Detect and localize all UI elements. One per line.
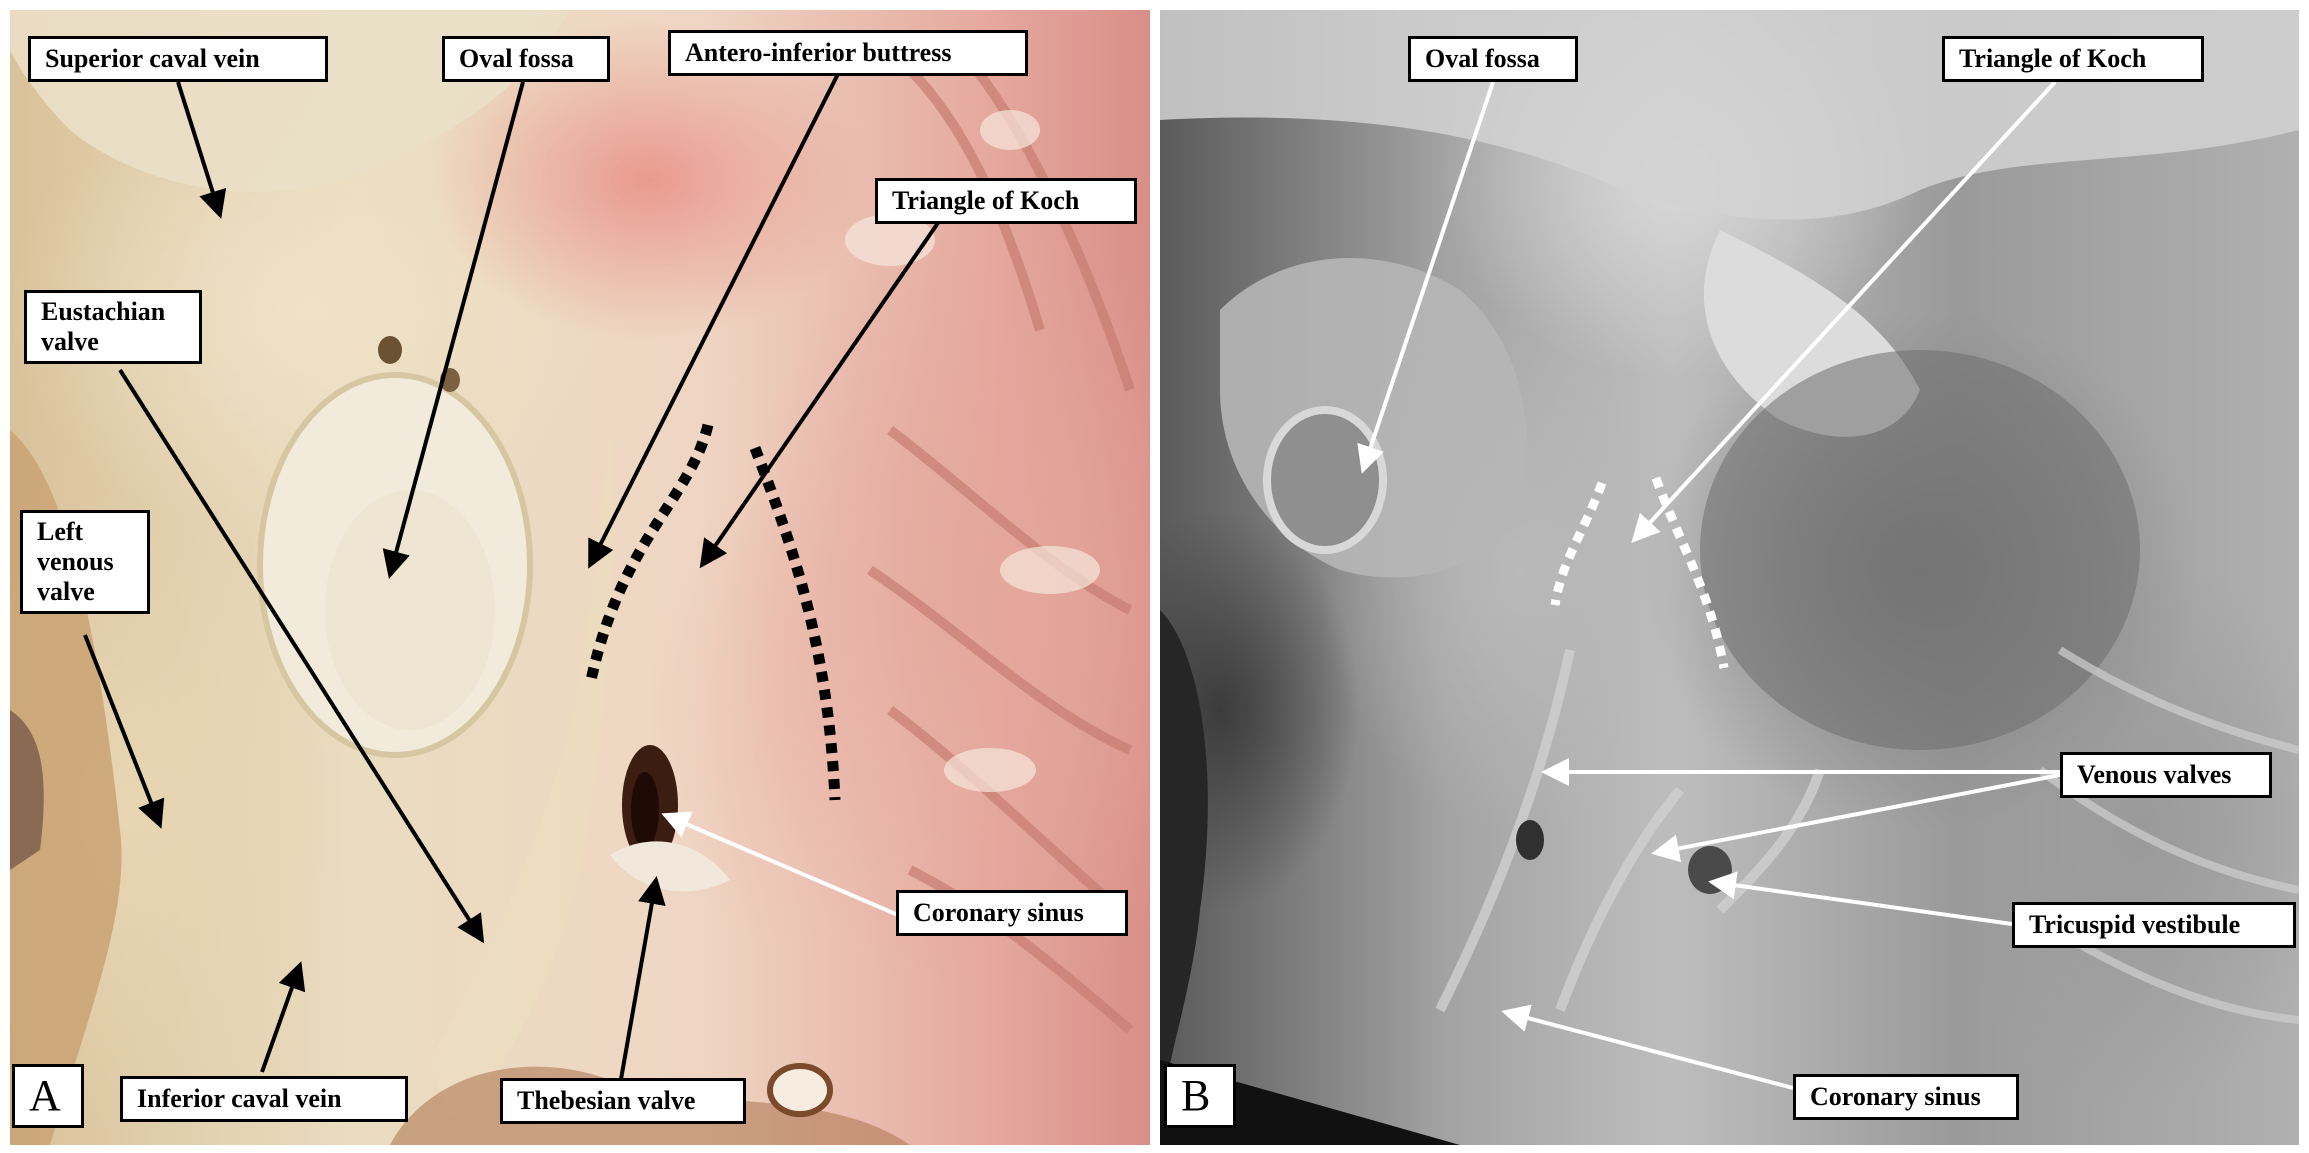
label-a-left-venous-valve: Left venous valve: [20, 510, 150, 614]
label-a-oval-fossa: Oval fossa: [442, 36, 610, 82]
panel-a-letter: A: [12, 1064, 84, 1128]
panel-b-greyscale-image: [1160, 10, 2299, 1145]
label-a-triangle-of-koch: Triangle of Koch: [875, 178, 1137, 224]
label-a-superior-caval-vein: Superior caval vein: [28, 36, 328, 82]
label-a-thebesian-valve: Thebesian valve: [500, 1078, 746, 1124]
label-b-venous-valves: Venous valves: [2060, 752, 2272, 798]
label-a-eustachian-valve: Eustachian valve: [24, 290, 202, 364]
label-b-triangle-of-koch: Triangle of Koch: [1942, 36, 2204, 82]
panel-b-letter: B: [1164, 1064, 1236, 1128]
label-b-oval-fossa: Oval fossa: [1408, 36, 1578, 82]
label-a-coronary-sinus: Coronary sinus: [896, 890, 1128, 936]
label-a-antero-inferior-buttress: Antero-inferior buttress: [668, 30, 1028, 76]
label-b-coronary-sinus: Coronary sinus: [1793, 1074, 2019, 1120]
panel-b-tissue-illustration: [1160, 10, 2299, 1145]
label-a-inferior-caval-vein: Inferior caval vein: [120, 1076, 408, 1122]
label-b-tricuspid-vestibule: Tricuspid vestibule: [2012, 902, 2296, 948]
